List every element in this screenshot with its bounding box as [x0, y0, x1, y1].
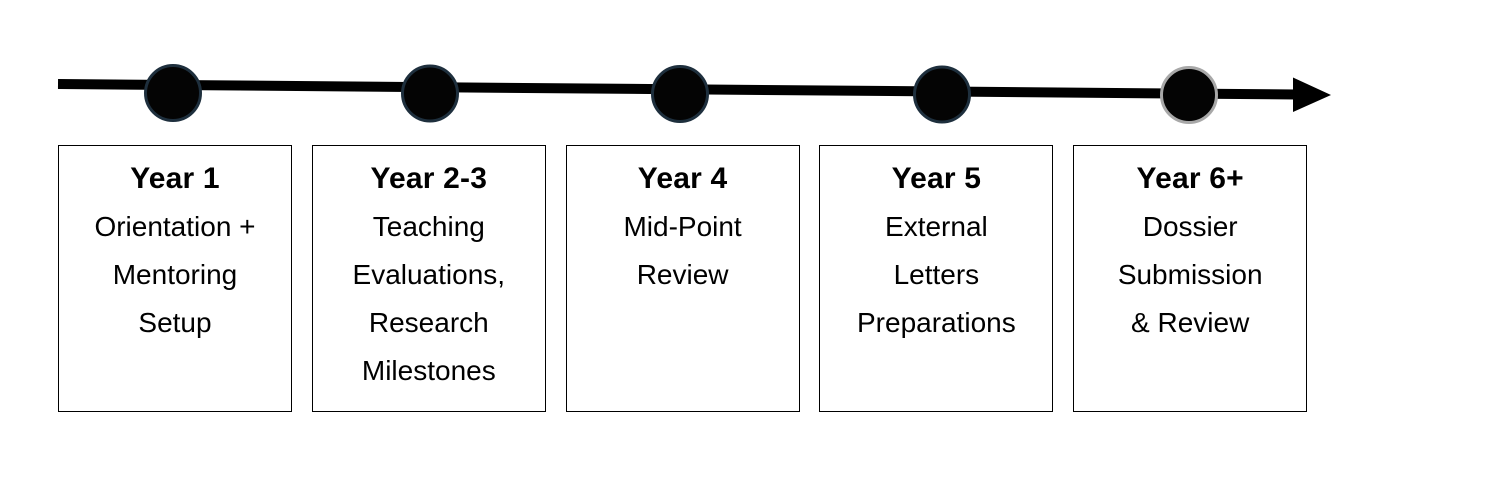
milestone-description: Dossier Submission & Review — [1117, 211, 1263, 338]
milestone-title: Year 5 — [891, 162, 982, 195]
milestone-dot-2 — [401, 64, 459, 123]
milestone-title: Year 1 — [130, 162, 220, 195]
milestone-box-year-1: Year 1 Orientation + Mentoring Setup — [58, 145, 292, 412]
milestone-title: Year 6+ — [1136, 162, 1244, 195]
milestone-box-year-6-plus: Year 6+ Dossier Submission & Review — [1073, 145, 1308, 412]
milestone-title: Year 4 — [637, 162, 728, 195]
milestone-description: Teaching Evaluations, Research Milestone… — [352, 211, 506, 386]
milestone-dot-3 — [651, 65, 709, 123]
milestone-description: Mid-Point Review — [623, 211, 742, 290]
milestone-boxes: Year 1 Orientation + Mentoring Setup Yea… — [58, 145, 1308, 412]
arrowhead-icon — [1293, 77, 1331, 112]
milestone-box-year-5: Year 5 External Letters Preparations — [819, 145, 1054, 412]
milestone-dot-1 — [144, 64, 202, 122]
milestone-box-year-2-3: Year 2-3 Teaching Evaluations, Research … — [311, 145, 546, 412]
milestone-dot-5 — [1160, 66, 1218, 124]
milestone-box-year-4: Year 4 Mid-Point Review — [565, 145, 800, 412]
milestone-description: External Letters Preparations — [857, 211, 1016, 338]
milestone-dot-4 — [913, 65, 971, 124]
timeline-arrow — [57, 64, 1331, 124]
milestone-title: Year 2-3 — [370, 162, 488, 195]
milestone-description: Orientation + Mentoring Setup — [94, 211, 256, 338]
